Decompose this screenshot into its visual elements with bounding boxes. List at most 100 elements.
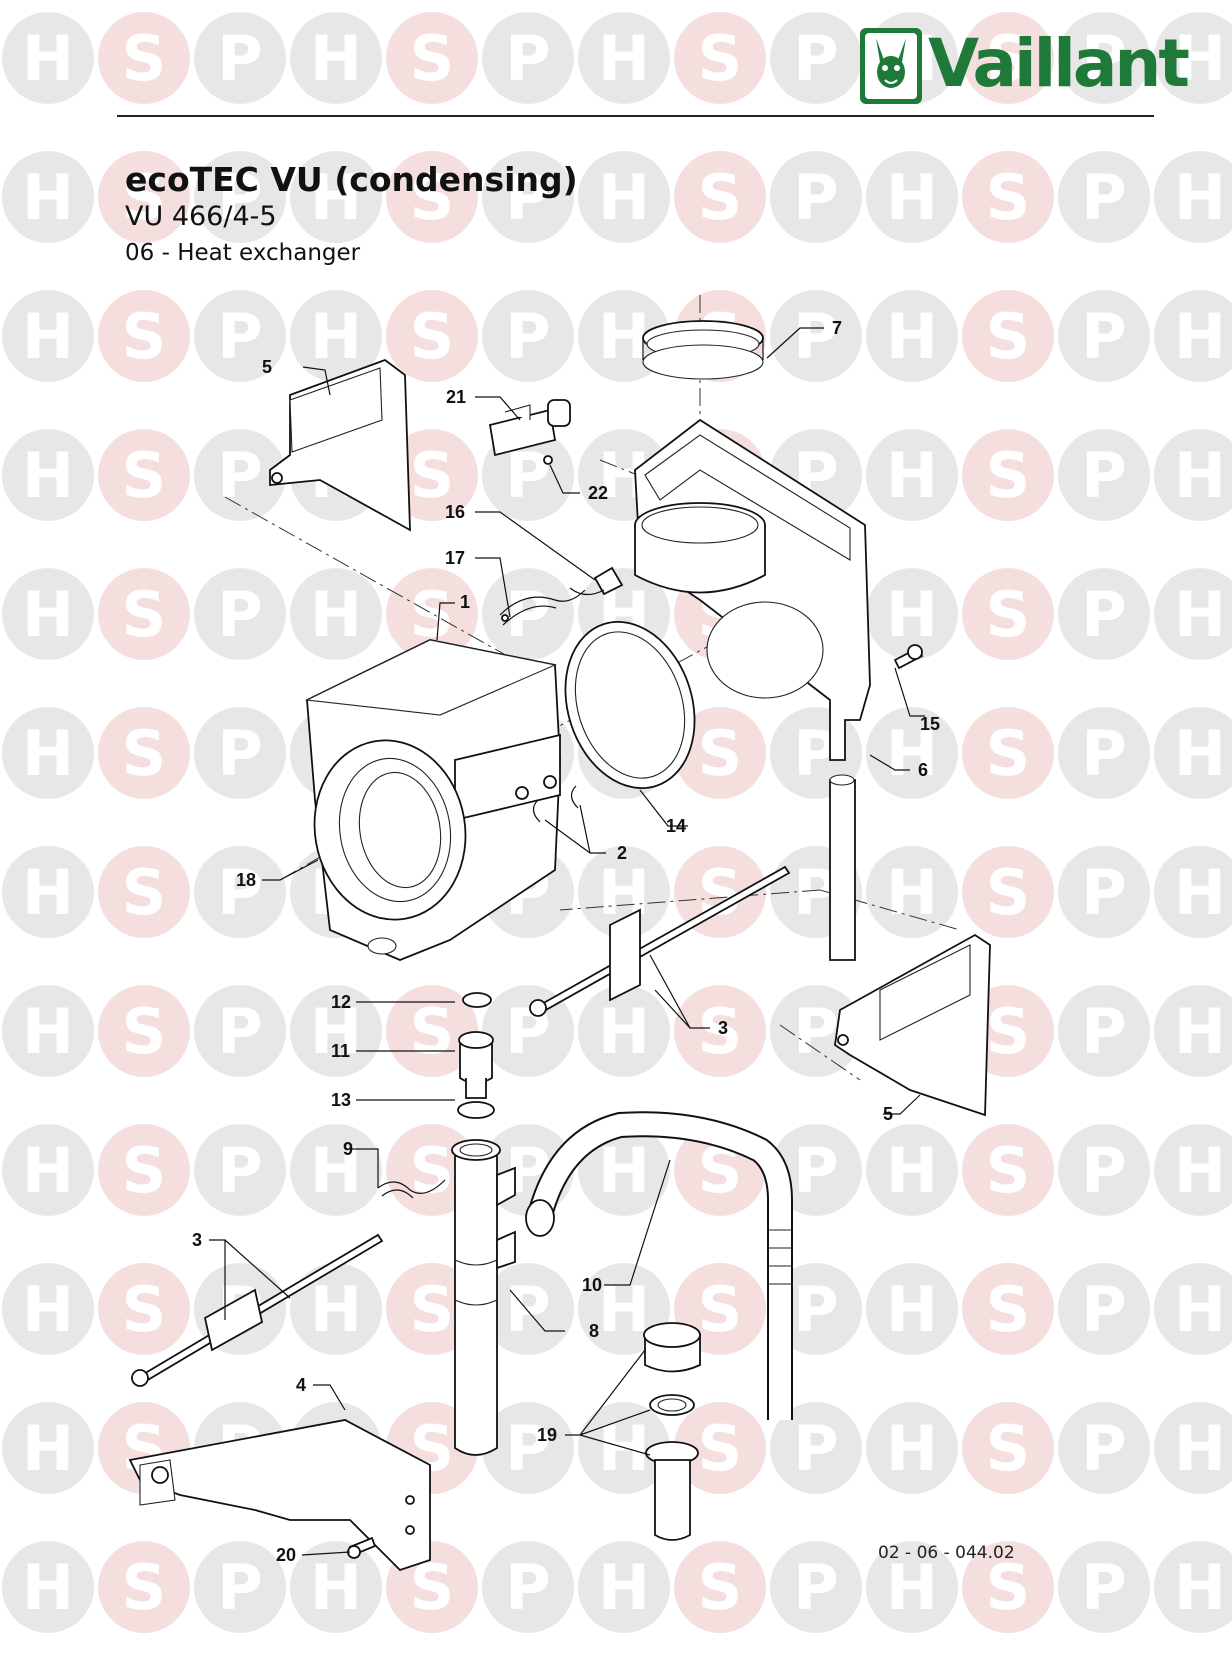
callout-2: 2 (617, 843, 627, 863)
watermark-letter: H (886, 1273, 938, 1346)
watermark-letter: P (793, 22, 838, 95)
watermark-circle (482, 1541, 574, 1633)
watermark-letter: P (505, 1551, 550, 1624)
watermark-letter: H (310, 300, 362, 373)
watermark-letter: S (986, 1412, 1031, 1485)
watermark-circle (2, 707, 94, 799)
watermark-letter: S (122, 995, 167, 1068)
watermark-circle (674, 707, 766, 799)
watermark-circle (2, 12, 94, 104)
watermark-circle (482, 12, 574, 104)
watermark-circle (482, 151, 574, 243)
watermark-letter: H (310, 1134, 362, 1207)
watermark-letter: S (122, 717, 167, 790)
watermark-letter: H (598, 1551, 650, 1624)
watermark-letter: H (310, 161, 362, 234)
watermark-letter: H (1174, 995, 1226, 1068)
callout-11: 11 (331, 1041, 350, 1061)
watermark-circle (962, 1124, 1054, 1216)
watermark-circle (770, 290, 862, 382)
callout-10: 10 (582, 1275, 602, 1295)
part-11-fitting (458, 1031, 494, 1099)
watermark-letter: S (698, 1551, 743, 1624)
watermark-circle (1154, 1263, 1232, 1355)
callout-20: 20 (276, 1545, 296, 1565)
callout-8: 8 (589, 1321, 599, 1341)
watermark-letter: P (217, 22, 262, 95)
watermark-letter: S (698, 1412, 743, 1485)
watermark-letter: H (598, 22, 650, 95)
watermark-circle (290, 568, 382, 660)
watermark-circle (2, 1124, 94, 1216)
watermark-circle (1154, 568, 1232, 660)
callout-5-lower: 5 (883, 1104, 893, 1124)
watermark-circle (578, 1124, 670, 1216)
watermark-letter: H (310, 1551, 362, 1624)
watermark-letter: S (122, 439, 167, 512)
watermark-letter: H (598, 161, 650, 234)
page-title: ecoTEC VU (condensing) (125, 160, 578, 199)
watermark-circle (386, 568, 478, 660)
callout-22: 22 (588, 483, 608, 503)
watermark-letter: P (793, 995, 838, 1068)
watermark-circle (98, 1541, 190, 1633)
callout-15: 15 (920, 714, 940, 734)
watermark-letter: H (886, 578, 938, 651)
watermark-circle (1058, 151, 1150, 243)
part-7-seal-ring (642, 320, 764, 380)
watermark-circle (386, 151, 478, 243)
watermark-letter: S (986, 1273, 1031, 1346)
callout-9: 9 (343, 1139, 353, 1159)
watermark-letter: S (698, 1273, 743, 1346)
watermark-letter: S (122, 1134, 167, 1207)
watermark-circle (1058, 568, 1150, 660)
watermark-letter: P (217, 1134, 262, 1207)
part-4-mounting-plate (128, 1419, 431, 1572)
watermark-circle (482, 290, 574, 382)
watermark-circle (98, 568, 190, 660)
part-20-screw (347, 1536, 377, 1559)
part-15-screw (893, 644, 924, 670)
watermark-letter: P (505, 1273, 550, 1346)
watermark-letter: H (22, 22, 74, 95)
watermark-letter: H (1174, 578, 1226, 651)
watermark-letter: P (217, 1551, 262, 1624)
watermark-circle (1058, 846, 1150, 938)
watermark-letter: H (886, 1551, 938, 1624)
watermark-letter: H (1174, 439, 1226, 512)
watermark-letter: S (986, 578, 1031, 651)
watermark-letter: H (22, 161, 74, 234)
watermark-circle (1058, 1402, 1150, 1494)
watermark-letter: H (22, 1412, 74, 1485)
model-number: VU 466/4-5 (125, 201, 277, 232)
watermark-letter: S (122, 161, 167, 234)
watermark-letter: S (986, 856, 1031, 929)
watermark-letter: P (1081, 717, 1126, 790)
callout-6: 6 (918, 760, 928, 780)
callout-12: 12 (331, 992, 351, 1012)
watermark-circle (866, 846, 958, 938)
hare-icon (860, 28, 922, 104)
watermark-letter: S (986, 1134, 1031, 1207)
watermark-letter: S (698, 717, 743, 790)
watermark-letter: S (986, 717, 1031, 790)
watermark-circle (386, 985, 478, 1077)
watermark-letter: S (122, 300, 167, 373)
watermark-circle (1154, 707, 1232, 799)
vaillant-logo: Vaillant (858, 24, 1190, 106)
watermark-letter: P (1081, 578, 1126, 651)
watermark-letter: P (217, 161, 262, 234)
watermark-letter: H (22, 300, 74, 373)
watermark-letter: P (505, 22, 550, 95)
watermark-letter: S (698, 995, 743, 1068)
watermark-circle (194, 568, 286, 660)
watermark-letter: H (886, 300, 938, 373)
watermark-circle (770, 12, 862, 104)
watermark-circle (2, 568, 94, 660)
watermark-circle (194, 707, 286, 799)
watermark-circle (1058, 12, 1150, 104)
watermark-circle (98, 846, 190, 938)
watermark-letter: S (986, 995, 1031, 1068)
watermark-letter: H (310, 22, 362, 95)
watermark-circle (578, 985, 670, 1077)
